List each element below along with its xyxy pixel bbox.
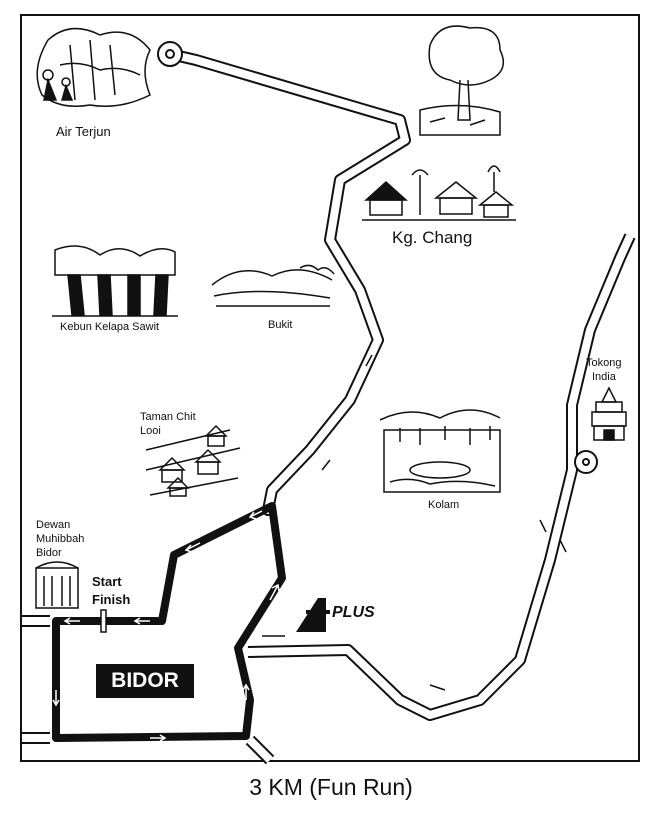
label-kolam: Kolam (428, 499, 460, 511)
road-south (245, 735, 275, 765)
label-taman-line1: Taman Chit (140, 411, 196, 423)
hall-icon (35, 561, 79, 609)
road-north (164, 48, 411, 516)
hill-illustration (211, 264, 335, 307)
housing-estate-illustration (145, 424, 241, 497)
label-plus: PLUS (332, 604, 375, 621)
tree-illustration (419, 25, 505, 136)
label-bukit: Bukit (268, 319, 293, 331)
label-taman-line2: Looi (140, 425, 161, 437)
label-tokong-line2: India (592, 371, 616, 383)
waterfall-illustration (36, 27, 151, 107)
map-caption: 3 KM (Fun Run) (249, 774, 413, 800)
palm-plantation-illustration (52, 245, 178, 317)
label-dewan-line1: Dewan (36, 519, 71, 531)
label-start: Start (92, 574, 122, 589)
run-route (52, 502, 286, 742)
label-finish: Finish (92, 592, 131, 607)
label-bidor-town: BIDOR (96, 664, 194, 698)
label-dewan-line2: Muhibbah (36, 533, 85, 545)
label-tokong-line1: Tokong (586, 357, 622, 369)
temple-icon (591, 386, 627, 441)
pond-illustration (379, 409, 501, 493)
direction-arrow-icon (52, 510, 280, 742)
label-dewan-line3: Bidor (36, 547, 62, 559)
label-kebun-kelapa-sawit: Kebun Kelapa Sawit (60, 321, 160, 333)
village-illustration (362, 165, 516, 221)
start-finish-line (100, 609, 107, 633)
label-air-terjun: Air Terjun (56, 124, 111, 139)
road-east (247, 233, 636, 721)
plus-highway-logo (296, 598, 330, 632)
label-kg-chang: Kg. Chang (392, 228, 473, 247)
map-frame (20, 14, 640, 762)
